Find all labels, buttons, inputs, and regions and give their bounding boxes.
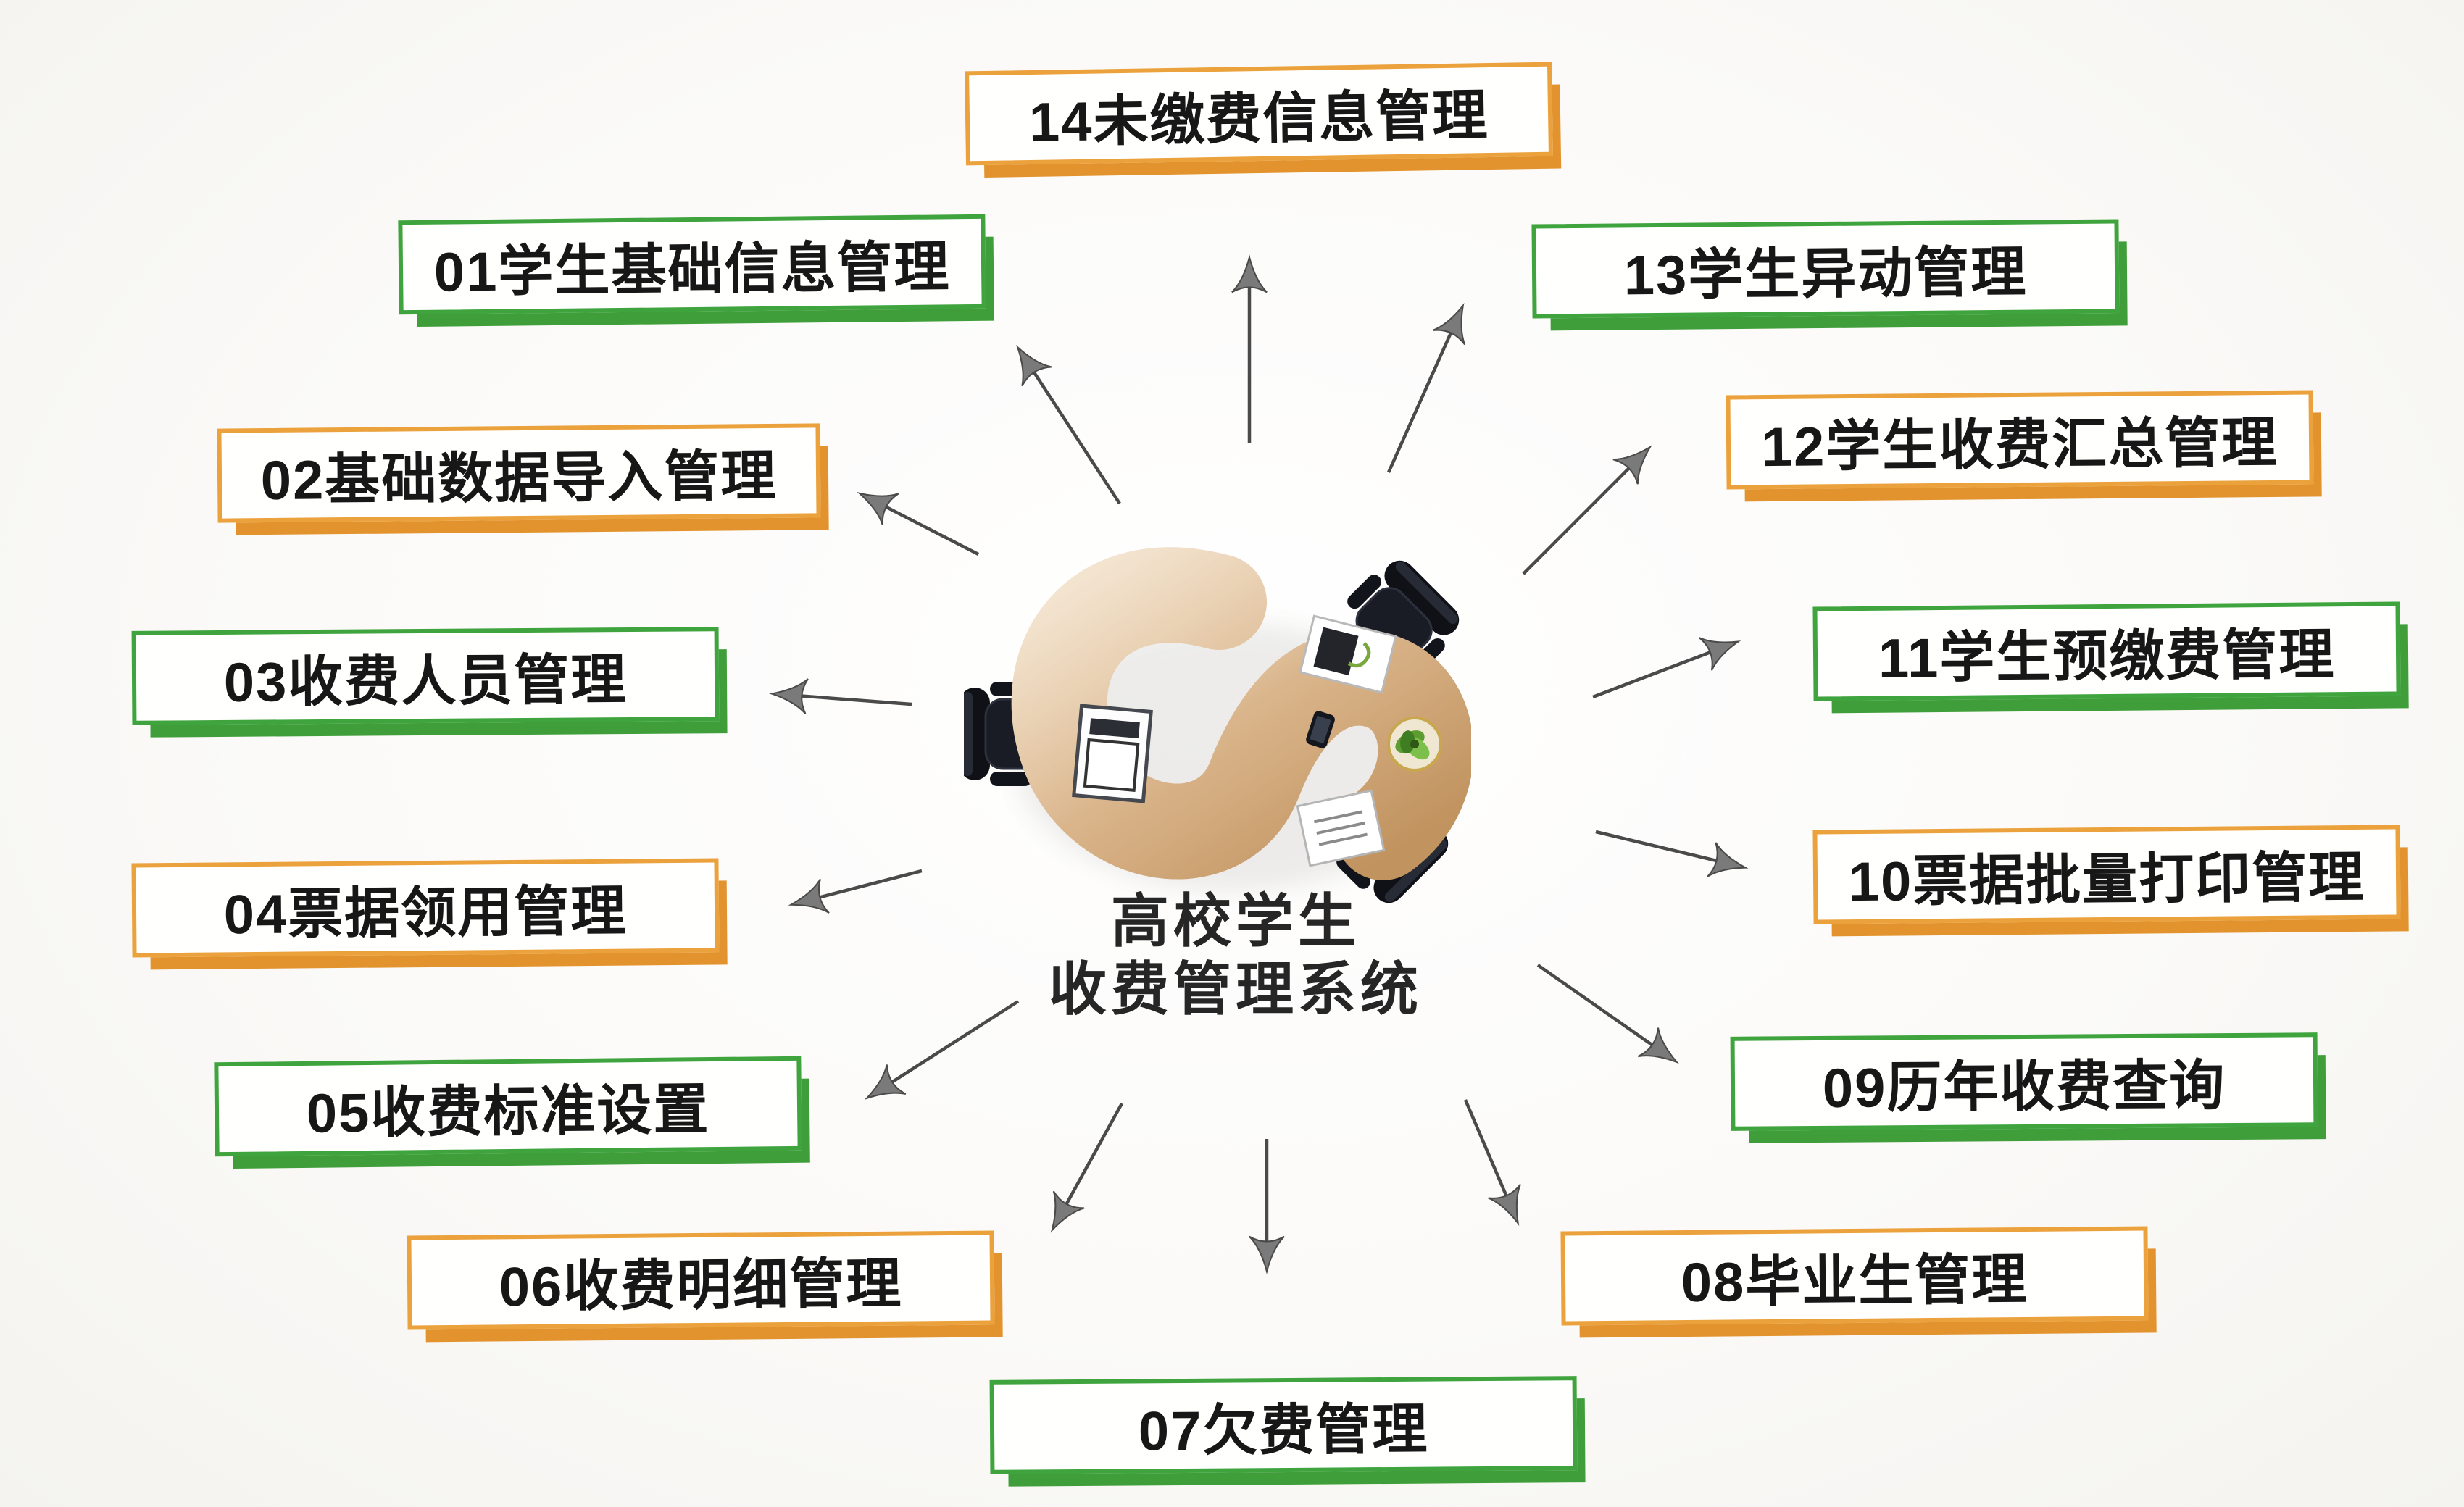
system-title: 高校学生 收费管理系统 bbox=[971, 888, 1500, 1024]
document-photo-icon bbox=[1299, 614, 1397, 694]
module-box-13: 13学生异动管理 bbox=[1531, 219, 2120, 319]
arrow-to-module-09 bbox=[1536, 964, 1679, 1064]
arrow-to-module-03 bbox=[769, 678, 912, 714]
center-illustration-desk-icon bbox=[964, 547, 1471, 915]
module-box-12: 12学生收费汇总管理 bbox=[1726, 390, 2314, 490]
arrow-to-module-05 bbox=[864, 1000, 1020, 1100]
phone-icon bbox=[1306, 711, 1335, 748]
module-box-09: 09历年收费查询 bbox=[1730, 1032, 2318, 1131]
module-box-14: 14未缴费信息管理 bbox=[965, 62, 1553, 166]
module-box-10: 10票据批量打印管理 bbox=[1812, 825, 2401, 924]
arrow-to-module-11 bbox=[1592, 637, 1741, 699]
arrow-to-module-08 bbox=[1463, 1099, 1521, 1227]
system-title-line1: 高校学生 bbox=[1111, 889, 1360, 953]
module-box-07: 07欠费管理 bbox=[989, 1376, 1578, 1474]
arrow-to-module-04 bbox=[788, 869, 923, 914]
module-box-01: 01学生基础信息管理 bbox=[398, 214, 986, 315]
paper-sheet-icon bbox=[1296, 789, 1386, 867]
module-box-02: 02基础数据导入管理 bbox=[217, 423, 821, 523]
computer-monitor-icon bbox=[1072, 704, 1153, 803]
module-box-08: 08毕业生管理 bbox=[1560, 1226, 2149, 1326]
arrow-to-module-06 bbox=[1050, 1102, 1123, 1233]
desk-sheen bbox=[1011, 547, 1471, 880]
module-box-11: 11学生预缴费管理 bbox=[1812, 601, 2401, 701]
module-box-05: 05收费标准设置 bbox=[214, 1056, 802, 1157]
arrow-to-module-13 bbox=[1386, 303, 1466, 473]
module-box-03: 03收费人员管理 bbox=[131, 627, 720, 725]
arrow-to-module-12 bbox=[1522, 445, 1652, 575]
arrow-to-module-10 bbox=[1595, 830, 1749, 877]
arrow-to-module-02 bbox=[857, 492, 980, 556]
arrow-to-module-01 bbox=[1016, 344, 1121, 505]
system-title-line2: 收费管理系统 bbox=[1049, 957, 1423, 1022]
potted-plant-icon bbox=[1387, 717, 1442, 772]
module-box-04: 04票据领用管理 bbox=[131, 858, 720, 958]
module-box-06: 06收费明细管理 bbox=[407, 1230, 995, 1330]
